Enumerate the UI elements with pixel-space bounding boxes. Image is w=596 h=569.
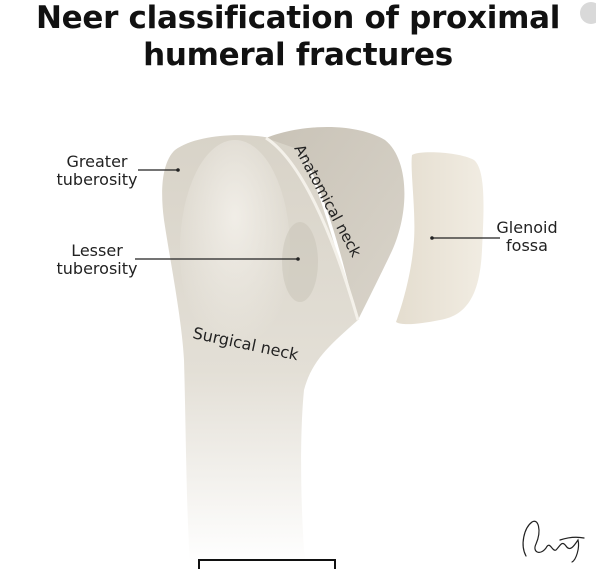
- anatomical-neck-line: [265, 136, 360, 321]
- glenoid-fossa-label: Glenoid fossa: [496, 218, 558, 255]
- lesser-tuberosity-dot: [296, 257, 300, 261]
- glenoid-fossa-dot: [430, 236, 434, 240]
- greater-tuberosity-dot: [176, 168, 180, 172]
- lesser-tuberosity-shade: [282, 222, 318, 302]
- lesser-tuberosity-label: Lesser tuberosity: [56, 241, 138, 278]
- humeral-head: [266, 127, 405, 320]
- bottom-frame-edge: [198, 559, 336, 569]
- diagram-title: Neer classification of proximal humeral …: [0, 0, 596, 74]
- corner-decoration: [580, 2, 596, 24]
- greater-tuberosity-label: Greater tuberosity: [56, 152, 138, 189]
- shaft-highlight: [180, 140, 290, 360]
- title-line-1: Neer classification of proximal: [35, 0, 561, 36]
- artist-signature: [522, 520, 585, 563]
- title-line-2: humeral fractures: [143, 37, 453, 73]
